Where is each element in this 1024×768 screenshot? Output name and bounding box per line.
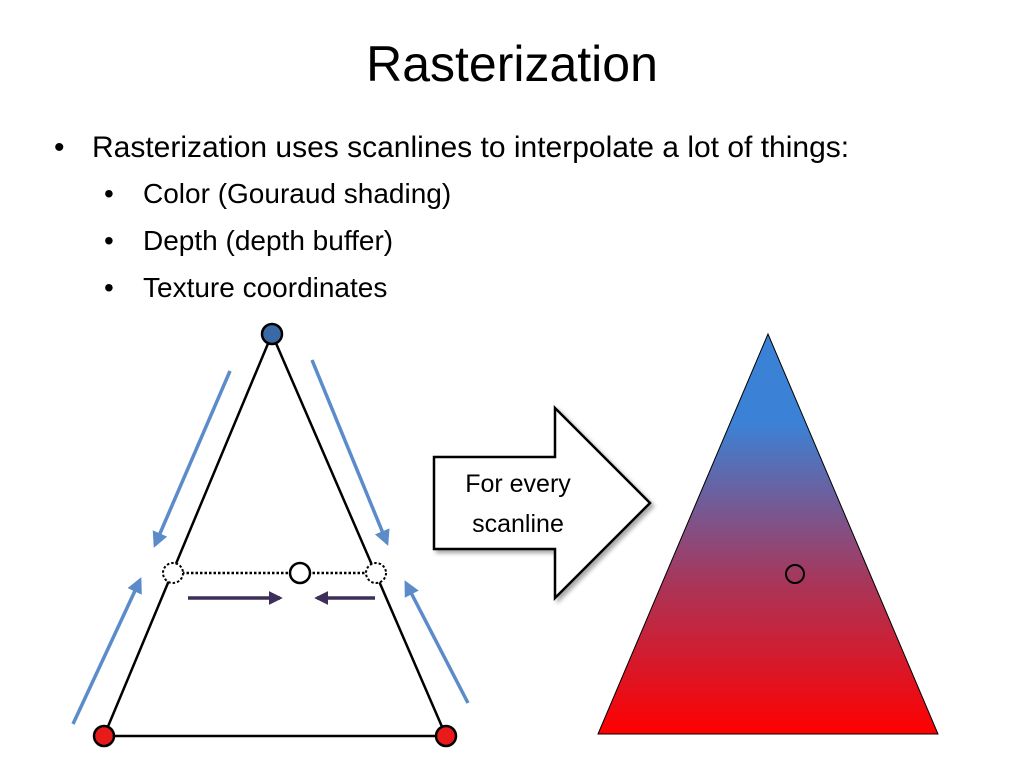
callout-line-1: For every <box>465 470 571 498</box>
vertex-bottom-right <box>434 724 458 748</box>
shaded-triangle <box>597 332 939 735</box>
callout-line-2: scanline <box>472 510 564 538</box>
edge-intersection-left <box>162 562 184 584</box>
sub-bullet-item: • Depth (depth buffer) <box>52 217 849 264</box>
slide-title: Rasterization <box>366 36 658 92</box>
edge-intersection-right <box>365 562 387 584</box>
edge-arrow-right-up <box>404 580 470 704</box>
wireframe-triangle <box>102 330 448 738</box>
bullet-text: Rasterization uses scanlines to interpol… <box>92 131 850 164</box>
edge-arrow-left-down <box>152 370 232 548</box>
bullet-item: • Rasterization uses scanlines to interp… <box>52 126 849 170</box>
vertex-bottom-left <box>92 724 116 748</box>
edge-arrow-left-up <box>71 577 142 725</box>
bullet-dot: • <box>104 272 114 303</box>
sub-bullet-item: • Color (Gouraud shading) <box>52 170 849 217</box>
sub-bullet-item: • Texture coordinates <box>52 264 849 311</box>
sample-pixel <box>785 564 805 584</box>
for-every-scanline-arrow <box>432 404 652 602</box>
triangle-vertices <box>92 322 458 748</box>
bullet-dot: • <box>104 225 114 256</box>
scanline-points <box>162 561 387 585</box>
edge-arrows <box>71 359 470 725</box>
bullet-dot: • <box>54 131 65 164</box>
bullet-text: Depth (depth buffer) <box>143 225 394 256</box>
callout-label: For every scanline <box>440 464 596 544</box>
interpolated-pixel <box>288 561 312 585</box>
edge-arrow-right-down <box>310 359 390 546</box>
bullet-text: Texture coordinates <box>143 272 388 303</box>
bullet-list: • Rasterization uses scanlines to interp… <box>52 126 849 311</box>
bullet-dot: • <box>104 178 114 209</box>
bullet-text: Color (Gouraud shading) <box>143 178 452 209</box>
vertex-top <box>260 322 284 346</box>
